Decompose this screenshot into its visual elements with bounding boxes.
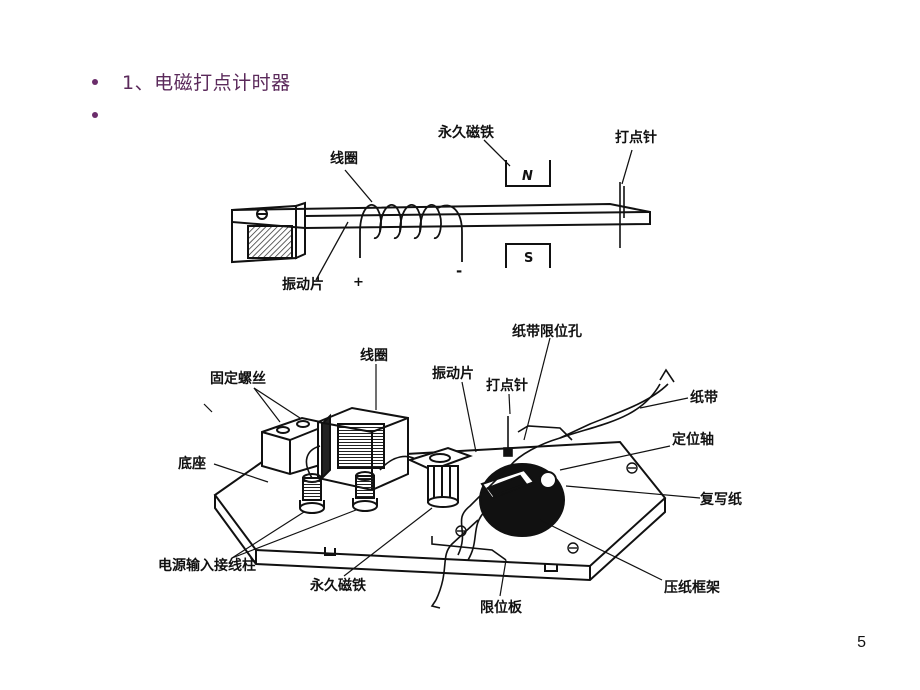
reed-assembly <box>407 446 473 508</box>
top-magnet-label: 永久磁铁 <box>437 124 494 141</box>
fix-screw-label: 固定螺丝 <box>210 370 266 387</box>
bottom-needle-label: 打点针 <box>486 377 528 394</box>
paper-tape <box>430 368 675 609</box>
top-reed-label: 振动片 <box>282 276 324 293</box>
limit-plate-label: 限位板 <box>480 599 523 616</box>
tape-hole-label: 纸带限位孔 <box>512 323 582 340</box>
bullet-1 <box>92 79 98 85</box>
bottom-device <box>213 368 675 609</box>
bottom-magnet-label: 永久磁铁 <box>309 577 366 594</box>
slide-heading: 1、电磁打点计时器 <box>122 72 291 94</box>
terminal-post-right <box>352 471 378 512</box>
carbon-paper-label: 复写纸 <box>699 491 742 508</box>
bottom-reed-label: 振动片 <box>432 365 474 382</box>
base-label: 底座 <box>178 455 206 472</box>
top-needle-label: 打点针 <box>615 129 657 146</box>
coil <box>359 204 463 262</box>
pole-n-label: N <box>522 169 533 184</box>
bottom-coil-label: 线圈 <box>360 347 388 364</box>
magnet-n <box>505 160 551 187</box>
printing-needle <box>619 182 625 248</box>
minus-sign: - <box>456 262 462 280</box>
plus-sign: + <box>353 275 364 290</box>
magnet-s <box>505 243 551 268</box>
pole-s-label: S <box>524 251 533 266</box>
bottom-leaders <box>203 337 701 597</box>
bullet-2 <box>92 112 98 118</box>
bottom-needle <box>503 416 513 457</box>
top-schematic <box>231 139 651 281</box>
base-screws <box>455 462 638 554</box>
carbon-disc <box>479 463 565 537</box>
tape-label: 纸带 <box>690 389 718 406</box>
top-coil-label: 线圈 <box>330 150 358 167</box>
coil-housing <box>317 406 409 492</box>
terminal-post-left <box>299 473 325 514</box>
axis-label: 定位轴 <box>672 431 714 448</box>
terminal-label: 电源输入接线柱 <box>158 557 256 574</box>
fixed-block <box>231 201 306 264</box>
press-frame-label: 压纸框架 <box>664 579 720 596</box>
page-number: 5 <box>857 634 866 651</box>
